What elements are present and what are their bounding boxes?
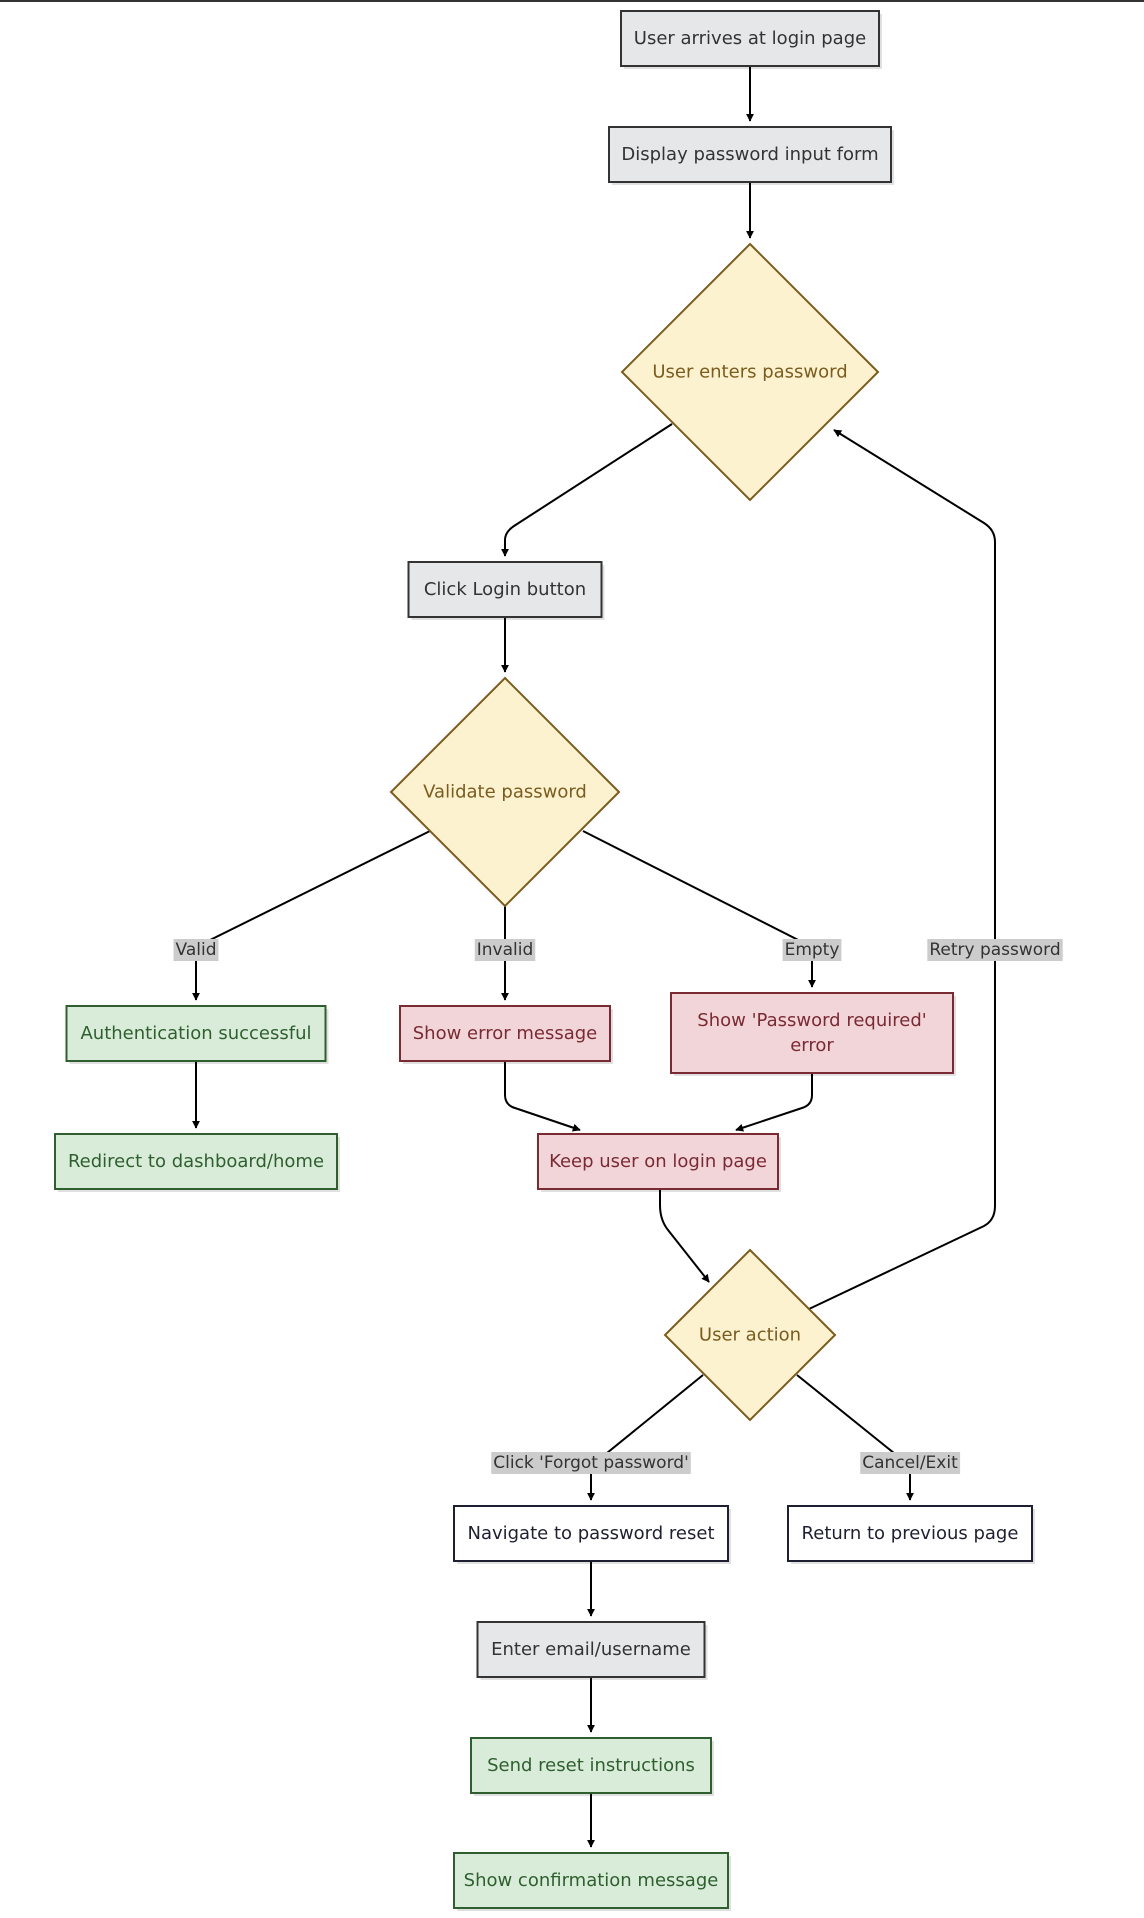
- click-login-node: Click Login button: [407, 561, 605, 620]
- navigate-reset-label: Navigate to password reset: [467, 1523, 714, 1544]
- enter-email-label: Enter email/username: [491, 1639, 691, 1660]
- show-required-to-keep-user-edge: [735, 1074, 813, 1132]
- validate-node: Validate password: [389, 676, 621, 908]
- edge-label-retry-bg: [927, 939, 1063, 961]
- enter-label: User enters password: [652, 362, 847, 383]
- send-reset-box: [470, 1737, 712, 1794]
- arrive-label: User arrives at login page: [634, 28, 866, 49]
- show-confirm-node: Show confirmation message: [453, 1852, 731, 1911]
- enter-diamond: [620, 242, 880, 502]
- click-login-label: Click Login button: [424, 579, 586, 600]
- edge-label-retry: Retry password: [927, 939, 1063, 961]
- user-action-node: User action: [663, 1248, 837, 1422]
- show-error-label: Show error message: [413, 1023, 597, 1044]
- display-box: [608, 126, 892, 183]
- navigate-reset-box: [453, 1505, 729, 1562]
- user-action-diamond: [663, 1248, 837, 1422]
- show-required-label-line-1: Show 'Password required': [697, 1010, 926, 1031]
- redirect-node: Redirect to dashboard/home: [54, 1133, 340, 1192]
- validate-label: Validate password: [423, 782, 587, 803]
- keep-user-label: Keep user on login page: [549, 1151, 767, 1172]
- keep-user-box: [537, 1133, 779, 1190]
- user-action-to-return-edge: [796, 1374, 914, 1501]
- arrive-node: User arrives at login page: [620, 10, 882, 69]
- send-reset-node: Send reset instructions: [470, 1737, 714, 1796]
- edge-label-cancel-bg: [860, 1452, 961, 1474]
- return-prev-box: [787, 1505, 1033, 1562]
- show-error-node: Show error message: [399, 1005, 613, 1064]
- edge-label-empty: Empty: [782, 939, 842, 961]
- edge-label-valid-bg: [173, 939, 219, 961]
- redirect-box: [54, 1133, 338, 1190]
- auth-success-node: Authentication successful: [65, 1005, 329, 1064]
- display-label: Display password input form: [621, 144, 878, 165]
- edge-label-cancel-text: Cancel/Exit: [862, 1453, 958, 1473]
- navigate-reset-node: Navigate to password reset: [453, 1505, 731, 1564]
- enter-node: User enters password: [620, 242, 880, 502]
- edge-label-empty-text: Empty: [785, 940, 840, 960]
- user-action-to-navigate-edge: [587, 1374, 704, 1501]
- redirect-label: Redirect to dashboard/home: [68, 1151, 324, 1172]
- edge-label-forgot: Click 'Forgot password': [491, 1452, 691, 1474]
- show-confirm-box: [453, 1852, 729, 1909]
- arrive-box: [620, 10, 880, 67]
- enter-email-node: Enter email/username: [476, 1621, 708, 1680]
- edge-label-retry-text: Retry password: [929, 940, 1060, 960]
- auth-success-label: Authentication successful: [80, 1023, 311, 1044]
- keep-user-node: Keep user on login page: [537, 1133, 781, 1192]
- show-required-box: [670, 992, 954, 1074]
- edge-label-invalid-bg: [474, 939, 536, 961]
- show-error-to-keep-user-edge: [504, 1062, 581, 1132]
- return-prev-label: Return to previous page: [802, 1523, 1019, 1544]
- show-confirm-label: Show confirmation message: [464, 1870, 719, 1891]
- enter-to-click-login-edge: [501, 423, 673, 557]
- edges-layer: [192, 67, 996, 1848]
- display-node: Display password input form: [608, 126, 894, 185]
- validate-diamond: [389, 676, 621, 908]
- show-error-box: [399, 1005, 611, 1062]
- edge-label-invalid-text: Invalid: [477, 940, 534, 960]
- edge-label-cancel: Cancel/Exit: [860, 1452, 961, 1474]
- edge-label-invalid: Invalid: [474, 939, 536, 961]
- send-reset-label: Send reset instructions: [487, 1755, 695, 1776]
- enter-email-box: [476, 1621, 706, 1678]
- edge-label-empty-bg: [782, 939, 842, 961]
- user-action-label: User action: [699, 1325, 801, 1346]
- edge-label-forgot-bg: [491, 1452, 691, 1474]
- return-prev-node: Return to previous page: [787, 1505, 1035, 1564]
- show-required-label-line-2: error: [790, 1035, 834, 1056]
- validate-to-show-required-edge: [582, 830, 816, 988]
- edge-label-valid: Valid: [173, 939, 219, 961]
- edge-label-forgot-text: Click 'Forgot password': [493, 1453, 689, 1473]
- auth-success-box: [65, 1005, 327, 1062]
- edge-label-valid-text: Valid: [176, 940, 217, 960]
- click-login-box: [407, 561, 603, 618]
- validate-to-auth-success-edge: [192, 830, 431, 1001]
- keep-user-to-user-action-edge: [659, 1190, 710, 1283]
- show-required-node: Show 'Password required' error: [670, 992, 956, 1076]
- user-action-to-enter-edge: [808, 429, 996, 1310]
